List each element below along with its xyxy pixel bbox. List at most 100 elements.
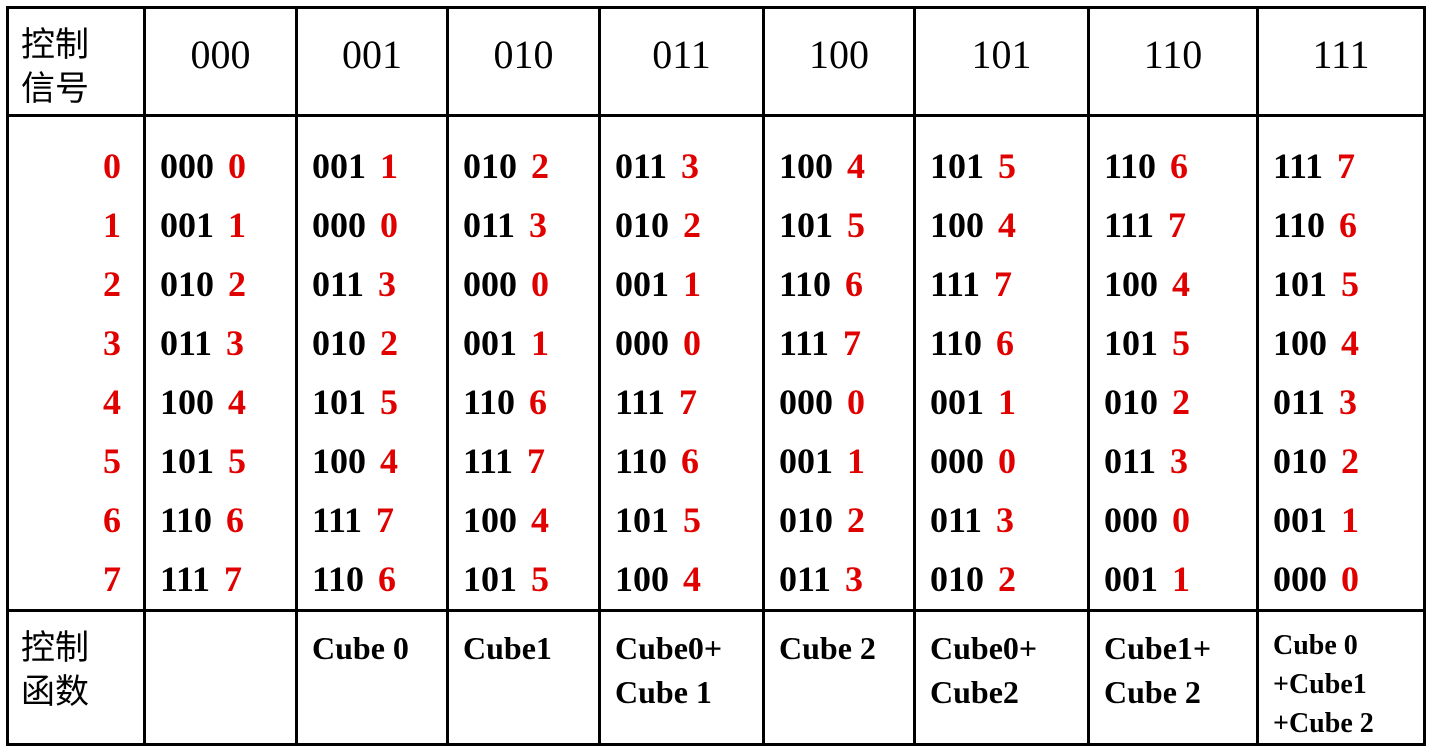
index-number: 4 bbox=[103, 382, 121, 422]
binary-address: 001 bbox=[1273, 500, 1327, 540]
binary-address: 101 bbox=[463, 559, 517, 599]
binary-address: 101 bbox=[312, 382, 366, 422]
binary-address: 111 bbox=[160, 559, 211, 599]
control-signal-code: 100 bbox=[762, 6, 916, 117]
control-function-cell: Cube1 bbox=[446, 609, 601, 746]
decimal-value: 5 bbox=[847, 205, 865, 245]
mapping-entry: 110 6 bbox=[463, 373, 598, 432]
index-number: 2 bbox=[103, 264, 121, 304]
decimal-value: 2 bbox=[998, 559, 1016, 599]
binary-address: 101 bbox=[160, 441, 214, 481]
mapping-entry: 011 3 bbox=[930, 491, 1087, 550]
decimal-value: 7 bbox=[376, 500, 395, 540]
index-number: 6 bbox=[103, 500, 121, 540]
control-signal-code: 101 bbox=[913, 6, 1090, 117]
control-function-label-line: 控制 bbox=[21, 628, 89, 668]
decimal-value: 6 bbox=[226, 500, 245, 540]
decimal-value: 3 bbox=[1170, 441, 1189, 481]
decimal-value: 3 bbox=[226, 323, 245, 363]
decimal-value: 6 bbox=[378, 559, 397, 599]
decimal-value: 7 bbox=[994, 264, 1013, 304]
binary-address: 111 bbox=[1104, 205, 1155, 245]
binary-address: 010 bbox=[1273, 441, 1327, 481]
binary-address: 111 bbox=[1273, 146, 1324, 186]
decimal-value: 7 bbox=[1337, 146, 1356, 186]
decimal-value: 3 bbox=[845, 559, 864, 599]
binary-address: 111 bbox=[615, 382, 666, 422]
mapping-entry: 111 7 bbox=[615, 373, 762, 432]
binary-address: 001 bbox=[160, 205, 214, 245]
binary-address: 011 bbox=[930, 500, 983, 540]
binary-address: 110 bbox=[1273, 205, 1326, 245]
binary-address: 110 bbox=[463, 382, 516, 422]
decimal-value: 5 bbox=[380, 382, 398, 422]
binary-address: 100 bbox=[1104, 264, 1158, 304]
binary-address: 000 bbox=[1104, 500, 1158, 540]
binary-address: 000 bbox=[312, 205, 366, 245]
control-function-line: Cube 0 bbox=[1273, 630, 1358, 661]
binary-address: 001 bbox=[779, 441, 833, 481]
binary-address: 110 bbox=[930, 323, 983, 363]
mapping-entry: 001 1 bbox=[615, 255, 762, 314]
mapping-entry: 111 7 bbox=[1273, 137, 1423, 196]
decimal-value: 3 bbox=[996, 500, 1015, 540]
binary-address: 010 bbox=[615, 205, 669, 245]
control-function-cell: Cube 2 bbox=[762, 609, 916, 746]
decimal-value: 6 bbox=[529, 382, 548, 422]
decimal-value: 7 bbox=[679, 382, 698, 422]
binary-address: 110 bbox=[312, 559, 365, 599]
binary-address: 110 bbox=[160, 500, 213, 540]
control-function-label-line: 函数 bbox=[21, 672, 89, 712]
control-signal-code: 110 bbox=[1087, 6, 1259, 117]
control-function-cell: Cube0+Cube 1 bbox=[598, 609, 765, 746]
index-number: 0 bbox=[103, 146, 121, 186]
control-function-line: Cube 2 bbox=[779, 630, 876, 666]
binary-address: 001 bbox=[615, 264, 669, 304]
binary-address: 010 bbox=[779, 500, 833, 540]
binary-address: 001 bbox=[312, 146, 366, 186]
decimal-value: 0 bbox=[380, 205, 398, 245]
control-function-cell: Cube1+Cube 2 bbox=[1087, 609, 1259, 746]
decimal-value: 4 bbox=[1172, 264, 1190, 304]
decimal-value: 0 bbox=[998, 441, 1016, 481]
decimal-value: 1 bbox=[683, 264, 701, 304]
control-signal-label: 控制 信号 bbox=[6, 6, 146, 117]
control-function-line: Cube 2 bbox=[1104, 674, 1201, 710]
index-number: 3 bbox=[103, 323, 121, 363]
control-signal-code: 000 bbox=[143, 6, 298, 117]
binary-address: 000 bbox=[463, 264, 517, 304]
binary-address: 100 bbox=[463, 500, 517, 540]
binary-address: 100 bbox=[779, 146, 833, 186]
binary-address: 001 bbox=[463, 323, 517, 363]
decimal-value: 0 bbox=[531, 264, 549, 304]
decimal-value: 0 bbox=[847, 382, 865, 422]
decimal-value: 1 bbox=[531, 323, 549, 363]
mapping-entry: 001 1 bbox=[463, 314, 598, 373]
